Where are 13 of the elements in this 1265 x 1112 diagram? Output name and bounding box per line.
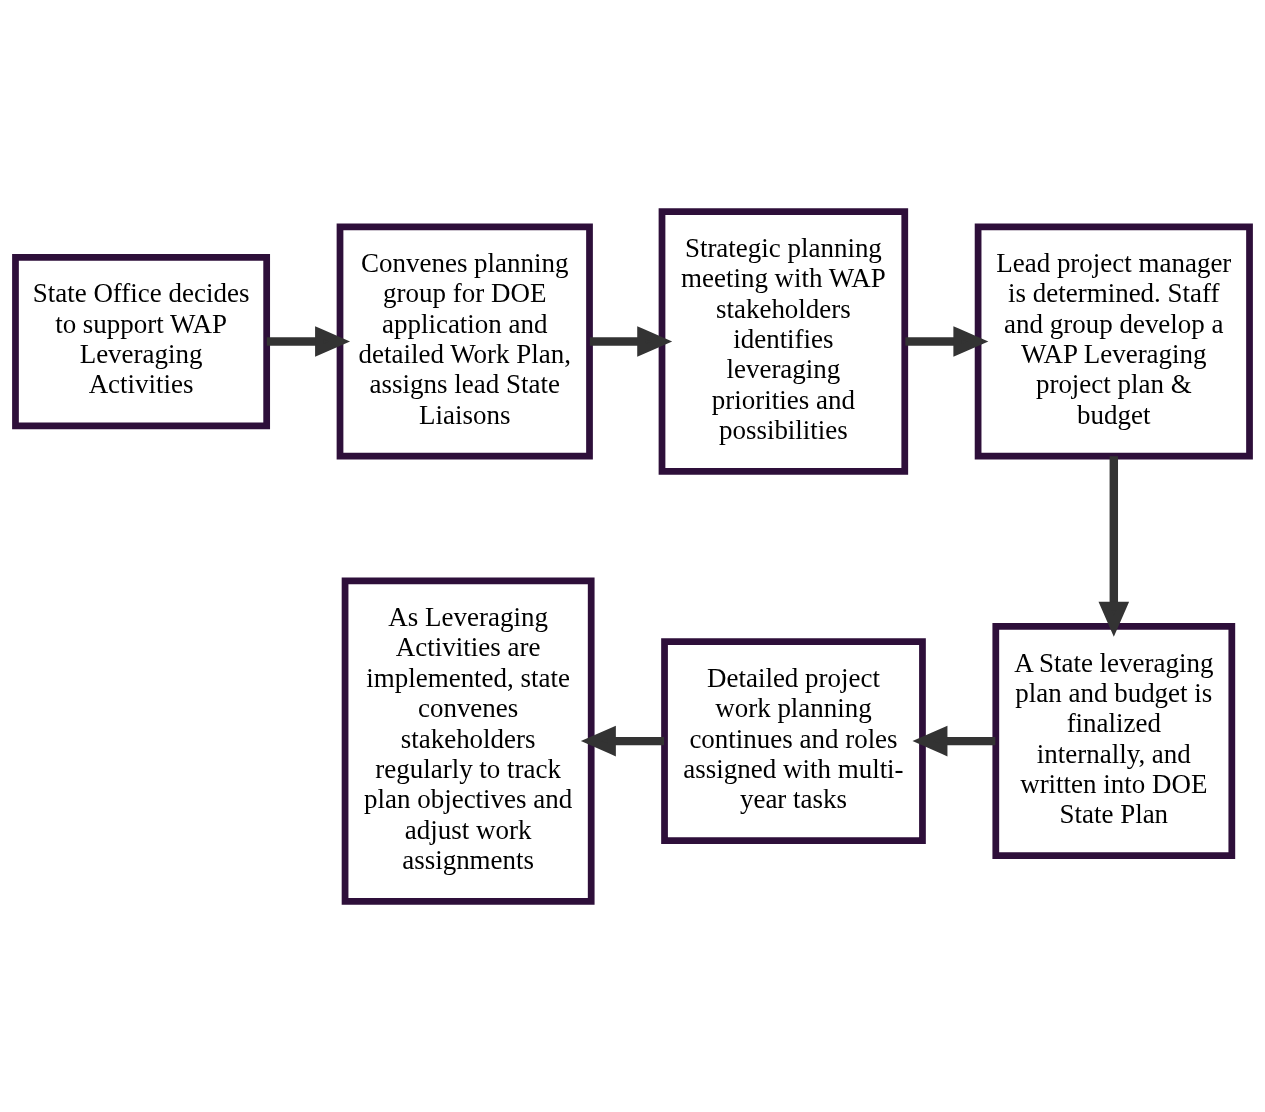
arrow bbox=[912, 725, 996, 756]
node-box: State Office decides to support WAP Leveraging Activities bbox=[12, 253, 271, 429]
arrow bbox=[905, 325, 989, 357]
node-box: Detailed project work planning continues and roles assigned with multi-year tasks bbox=[661, 637, 926, 844]
node-box: Strategic planning meeting with WAP stakeholders identifies leveraging priorities and possibilities bbox=[658, 207, 909, 475]
arrow bbox=[266, 325, 351, 357]
node-box: A State leveraging plan and budget is finalized internally, and written into DOE State Plan bbox=[992, 622, 1236, 859]
arrow bbox=[580, 725, 665, 756]
arrow bbox=[1098, 455, 1130, 637]
arrow bbox=[589, 325, 673, 357]
node-box: Convenes planning group for DOE application and detailed Work Plan, assigns lead State Liaisons bbox=[336, 223, 593, 460]
node-box: As Leveraging Activities are implemented, state convenes stakeholders regularly to track plan objectives and adjust work assignments bbox=[341, 577, 595, 905]
node-box: Lead project manager is determined. Staff and group develop a WAP Leveraging project plan & budget bbox=[974, 223, 1253, 460]
